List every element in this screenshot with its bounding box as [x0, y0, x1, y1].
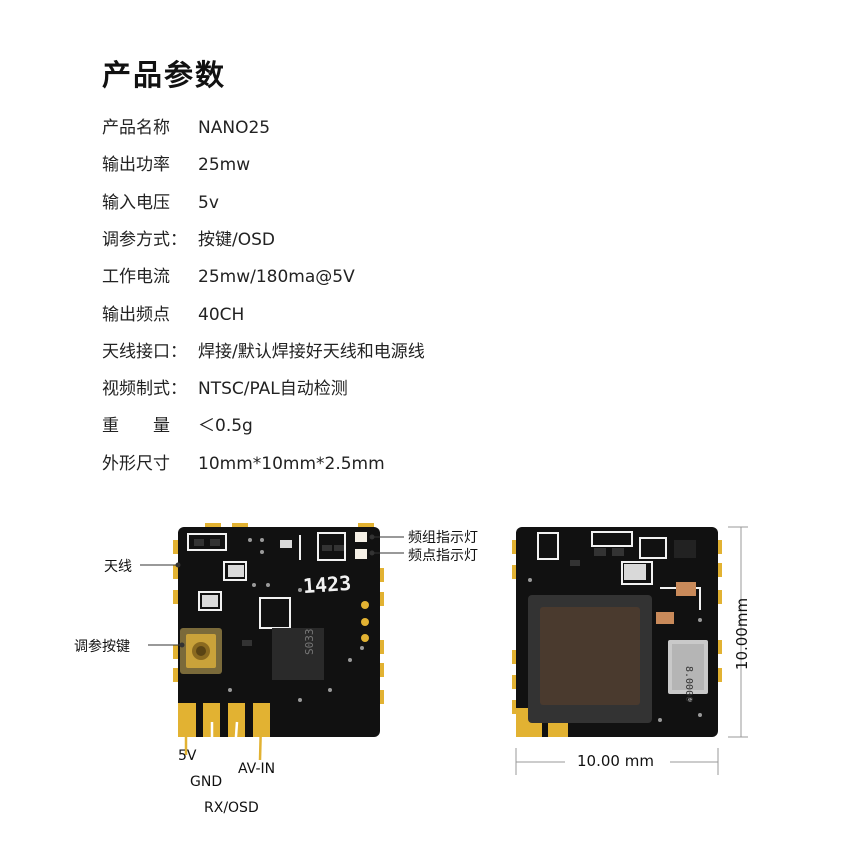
spec-value: 10mm*10mm*2.5mm — [198, 453, 385, 474]
front-board: 1423 S033 — [173, 523, 384, 796]
spec-value: 按键/OSD — [198, 229, 275, 250]
group-led-label: 频组指示灯 — [408, 530, 478, 546]
spec-row: 产品名称 NANO25 — [102, 113, 270, 143]
height-dimension: 10.00mm — [733, 597, 752, 671]
pin-5v-label: 5V — [178, 748, 197, 764]
pin-av-label: AV-IN — [238, 761, 276, 777]
spec-label: 工作电流 — [102, 267, 170, 288]
board-marking: 1423 — [302, 571, 352, 598]
button-label: 调参按键 — [74, 639, 130, 655]
pin-gnd-label: GND — [190, 774, 223, 790]
spec-value: 焊接/默认焊接好天线和电源线 — [198, 341, 425, 362]
antenna-label: 天线 — [104, 559, 132, 575]
spec-label: 产品名称 — [102, 118, 170, 138]
group-led — [355, 532, 367, 542]
spec-value: 40CH — [198, 304, 245, 325]
spec-row: 输出功率 25mw — [102, 150, 250, 180]
spec-label: 输入电压 — [102, 192, 170, 213]
spec-label: 输出功率 — [102, 155, 170, 176]
spec-label: 输出频点 — [102, 304, 170, 325]
spec-row: 工作电流 25mw/180ma@5V — [102, 262, 355, 292]
spec-label: 视频制式： — [102, 379, 187, 400]
chip-marking: S033 — [303, 629, 316, 656]
spec-label: 重 量 — [102, 416, 170, 437]
spec-value: NANO25 — [198, 118, 271, 138]
spec-row: 输入电压 5v — [102, 188, 219, 218]
spec-value: NTSC/PAL自动检测 — [198, 379, 348, 400]
main-chip — [272, 628, 324, 680]
spec-label: 调参方式： — [102, 229, 187, 250]
spec-row: 外形尺寸 10mm*10mm*2.5mm — [102, 449, 385, 479]
spec-row: 重 量 ＜0.5g — [102, 411, 253, 441]
spec-value: 25mw/180ma@5V — [198, 267, 355, 288]
spec-row: 调参方式： 按键/OSD — [102, 225, 275, 255]
spec-row: 输出频点 40CH — [102, 300, 244, 330]
spec-row: 视频制式： NTSC/PAL自动检测 — [102, 374, 348, 404]
freq-led-label: 频点指示灯 — [408, 548, 478, 564]
width-dimension: 10.00 mm — [577, 752, 654, 770]
freq-led — [355, 549, 367, 559]
pin-rx-label: RX/OSD — [204, 800, 259, 816]
spec-value: 5v — [198, 192, 219, 213]
section-title: 产品参数 — [102, 58, 227, 92]
spec-value: ＜0.5g — [198, 416, 253, 437]
spec-label: 外形尺寸 — [102, 453, 170, 474]
crystal-marking: 8.0000 — [683, 666, 694, 702]
spec-value: 25mw — [198, 155, 251, 176]
spec-row: 天线接口： 焊接/默认焊接好天线和电源线 — [102, 337, 425, 367]
back-board: 8.0000 — [512, 527, 722, 737]
spec-label: 天线接口： — [102, 341, 187, 362]
